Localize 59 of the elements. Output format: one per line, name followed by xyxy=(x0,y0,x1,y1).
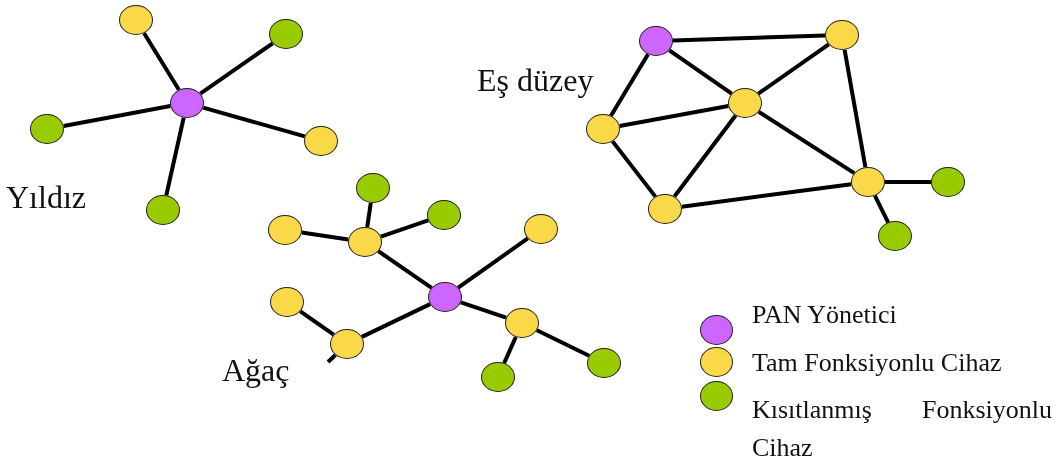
device-circle xyxy=(304,126,338,156)
connector-line xyxy=(326,353,337,364)
connector-line xyxy=(377,249,433,290)
device-circle xyxy=(146,195,180,225)
device-circle xyxy=(878,221,912,251)
topology-label: Eş düzey xyxy=(477,64,594,96)
device-circle xyxy=(851,167,885,197)
connector-line xyxy=(365,202,373,228)
device-circle xyxy=(524,214,558,244)
device-circle xyxy=(639,26,673,56)
device-circle xyxy=(586,114,620,144)
connector-line xyxy=(502,336,518,364)
device-circle xyxy=(170,88,204,118)
connector-line xyxy=(199,41,274,96)
device-circle xyxy=(648,194,682,224)
device-circle xyxy=(505,308,539,338)
device-circle xyxy=(428,282,462,312)
connector-line xyxy=(164,117,186,196)
connector-line xyxy=(202,105,306,139)
device-circle xyxy=(30,114,64,144)
connector-line xyxy=(361,302,431,339)
device-circle xyxy=(269,19,303,49)
device-circle xyxy=(587,348,621,378)
connector-line xyxy=(873,194,890,224)
connector-line xyxy=(536,328,590,358)
connector-line xyxy=(611,140,657,198)
device-circle xyxy=(825,20,859,50)
connector-line xyxy=(299,309,335,337)
connector-line xyxy=(842,49,868,168)
connector-line xyxy=(672,33,826,43)
connector-line xyxy=(672,114,738,198)
connector-line xyxy=(885,180,931,184)
connector-line xyxy=(668,48,733,96)
device-circle xyxy=(119,5,153,35)
device-circle xyxy=(356,173,390,203)
device-circle xyxy=(348,227,382,257)
connector-line xyxy=(457,236,529,290)
legend-text: Kısıtlanmış Fonksiyonlu Cihaz xyxy=(752,394,1052,464)
connector-line xyxy=(619,104,729,128)
device-circle xyxy=(481,362,515,392)
device-circle xyxy=(270,287,304,317)
connector-line xyxy=(301,230,349,242)
connector-line xyxy=(460,300,507,320)
connector-line xyxy=(757,110,856,175)
device-circle xyxy=(931,167,965,197)
connector-line xyxy=(681,182,852,209)
connector-line xyxy=(142,32,181,91)
connector-line xyxy=(757,42,830,96)
legend-text: Tam Fonksiyonlu Cihaz xyxy=(752,347,1003,379)
device-circle xyxy=(728,88,762,118)
device-circle xyxy=(330,329,364,359)
device-circle xyxy=(268,215,302,245)
connector-line xyxy=(609,53,650,117)
legend-text: PAN Yönetici xyxy=(752,299,898,331)
device-circle xyxy=(427,200,461,230)
connector-line xyxy=(63,104,171,128)
topology-label: Yıldız xyxy=(6,181,86,213)
connector-line xyxy=(380,218,429,239)
topology-label: Ağaç xyxy=(222,354,290,386)
